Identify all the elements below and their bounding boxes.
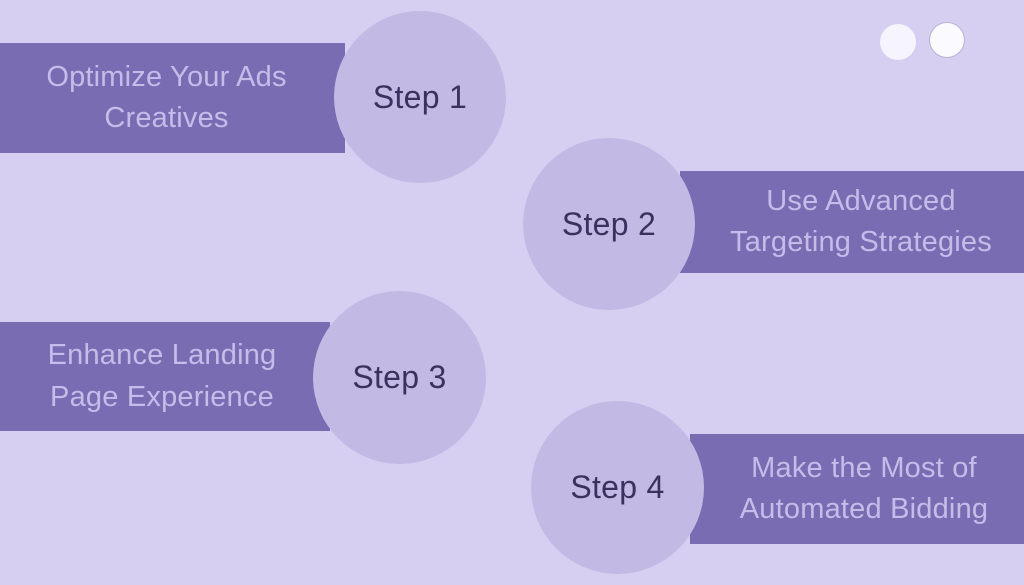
step-1-badge: Step 1 — [372, 78, 468, 115]
step-3-bar[interactable]: Enhance Landing Page Experience — [0, 322, 330, 431]
step-1-title: Optimize Your Ads Creatives — [46, 60, 287, 134]
step-4-badge: Step 4 — [570, 469, 665, 505]
step-2-badge: Step 2 — [561, 205, 657, 242]
step-4-circle[interactable]: Step 4 — [531, 401, 704, 574]
step-3-badge: Step 3 — [352, 359, 447, 395]
step-3-title: Enhance Landing Page Experience — [47, 339, 277, 413]
step-3-circle[interactable]: Step 3 — [313, 291, 486, 464]
step-4-bar[interactable]: Make the Most of Automated Bidding — [690, 434, 1024, 544]
step-1-circle[interactable]: Step 1 — [334, 11, 506, 183]
decorative-dot-ring-icon — [929, 22, 965, 58]
decorative-dot-solid-icon — [880, 24, 916, 60]
step-2-bar[interactable]: Use Advanced Targeting Strategies — [680, 171, 1024, 273]
step-2-circle[interactable]: Step 2 — [523, 138, 695, 310]
step-4-title: Make the Most of Automated Bidding — [739, 451, 989, 525]
step-1-bar[interactable]: Optimize Your Ads Creatives — [0, 43, 345, 153]
step-2-title: Use Advanced Targeting Strategies — [730, 184, 992, 258]
